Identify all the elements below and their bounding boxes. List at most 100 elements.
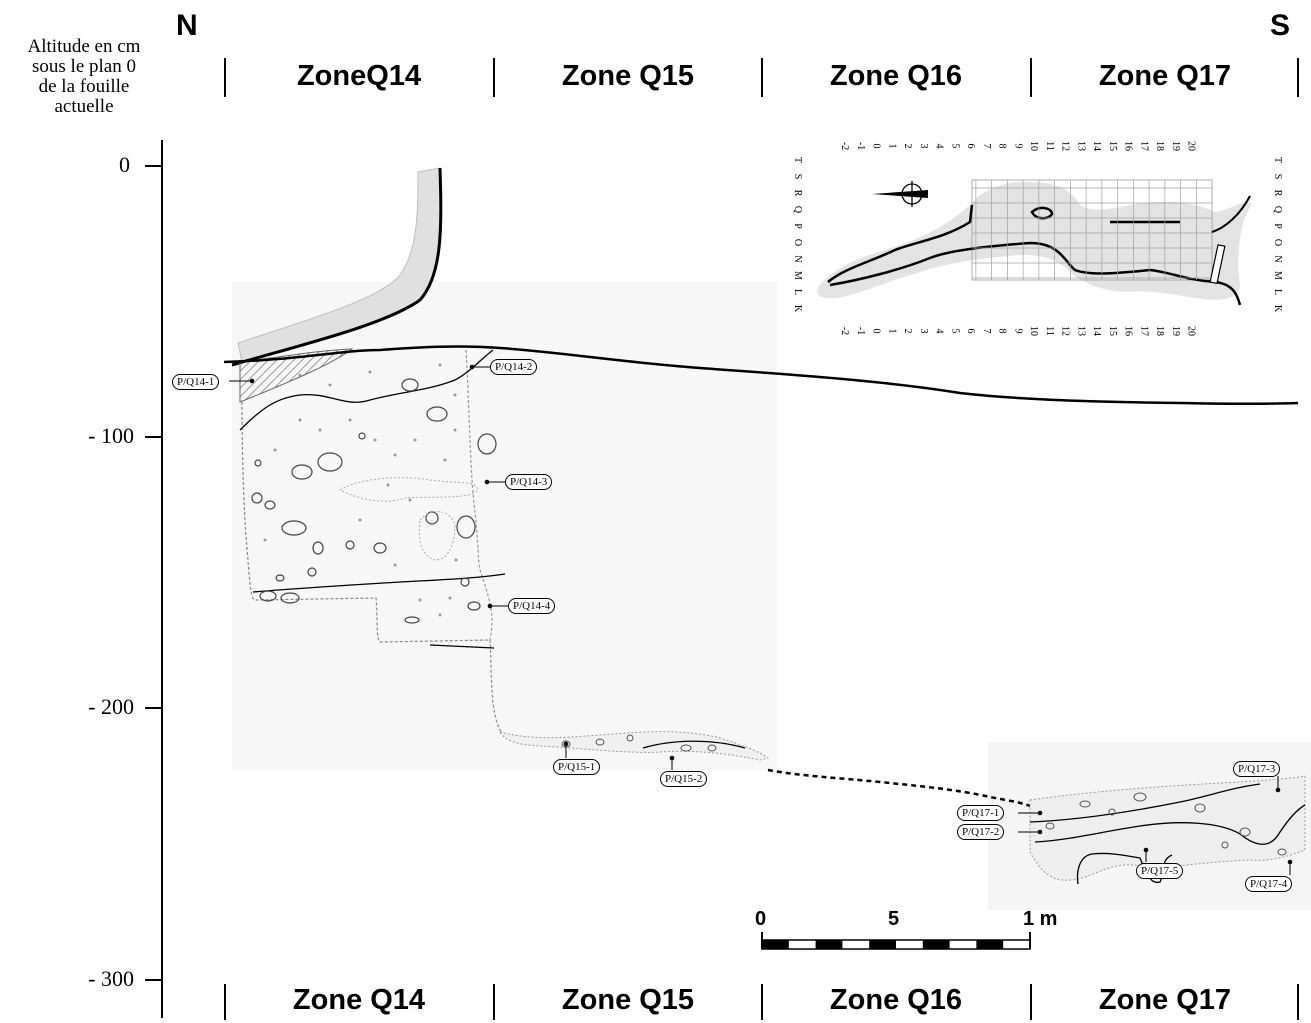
inset-column-label-bottom: 11 bbox=[1044, 326, 1055, 336]
y-axis-caption: Altitude en cm sous le plan 0 de la foui… bbox=[4, 37, 164, 117]
stones-q15 bbox=[561, 734, 717, 752]
inset-row-label-left: K bbox=[792, 305, 803, 313]
y-tick-label-200: - 200 bbox=[88, 694, 134, 719]
section-outline-q14 bbox=[241, 401, 561, 745]
inset-column-label-top: 8 bbox=[997, 144, 1008, 149]
inset-column-label-bottom: 19 bbox=[1170, 326, 1181, 336]
boundary-q15 bbox=[642, 740, 746, 749]
inset-column-label-top: 7 bbox=[981, 144, 992, 149]
reconstructed-profile-dashed bbox=[767, 768, 1031, 808]
inset-column-label-bottom: 18 bbox=[1154, 326, 1165, 336]
y-axis-caption-line-3: de la fouille bbox=[38, 76, 130, 97]
y-tick-label-0: 0 bbox=[119, 152, 130, 177]
layer-label-q17-5: P/Q17-5 bbox=[1136, 863, 1184, 879]
inset-column-label-top: 0 bbox=[871, 144, 882, 149]
inset-column-label-top: -1 bbox=[855, 142, 866, 150]
boundary-q17-mid bbox=[1034, 804, 1306, 845]
y-axis-caption-line-4: actuelle bbox=[54, 96, 114, 117]
zone-header-bottom-q17: Zone Q17 bbox=[1098, 984, 1232, 1016]
y-tick-label-100: - 100 bbox=[88, 423, 134, 448]
inset-row-label-right: N bbox=[1272, 255, 1283, 262]
inset-cave-shading bbox=[817, 181, 1252, 300]
layer-label-q14-3: P/Q14-3 bbox=[505, 474, 553, 490]
inset-column-label-top: 1 bbox=[886, 144, 897, 149]
layer-label-q17-4: P/Q17-4 bbox=[1245, 876, 1293, 892]
inset-row-label-left: S bbox=[792, 174, 803, 180]
inset-row-label-left: N bbox=[792, 255, 803, 262]
zone-header-bottom-q14: Zone Q14 bbox=[292, 984, 426, 1016]
inset-column-label-top: 20 bbox=[1186, 141, 1197, 151]
zone-separators-bottom bbox=[224, 984, 1299, 1020]
inset-row-label-left: M bbox=[792, 271, 803, 280]
y-axis-caption-line-1: Altitude en cm bbox=[27, 36, 141, 57]
layer-q15-deposit bbox=[498, 731, 770, 761]
inset-column-label-top: 14 bbox=[1091, 141, 1102, 151]
inset-cave-right-wall bbox=[1211, 195, 1251, 233]
y-axis-caption-line-2: sous le plan 0 bbox=[32, 56, 136, 77]
inset-column-label-bottom: 6 bbox=[965, 329, 976, 334]
gravel-q14 bbox=[338, 477, 479, 561]
inset-row-label-left: Q bbox=[792, 206, 803, 214]
inset-column-label-top: 9 bbox=[1012, 144, 1023, 149]
inset-column-label-bottom: 5 bbox=[949, 329, 960, 334]
inset-block-symbol bbox=[1030, 206, 1054, 220]
inset-column-label-top: 17 bbox=[1138, 141, 1149, 151]
inset-row-label-left: L bbox=[792, 289, 803, 295]
inset-column-label-bottom: 0 bbox=[871, 329, 882, 334]
inset-column-label-top: 16 bbox=[1123, 141, 1134, 151]
inset-column-label-top: 12 bbox=[1060, 141, 1071, 151]
inset-column-label-bottom: 10 bbox=[1028, 326, 1039, 336]
scale-label-1m: 1 m bbox=[1023, 908, 1058, 930]
zone-separators-top bbox=[224, 58, 1299, 97]
ground-surface-line bbox=[223, 345, 1299, 405]
inset-column-label-bottom: 7 bbox=[981, 329, 992, 334]
layer-label-q15-2: P/Q15-2 bbox=[660, 771, 708, 787]
layer-label-q17-2: P/Q17-2 bbox=[957, 824, 1005, 840]
zone-header-top-q15: Zone Q15 bbox=[561, 60, 695, 92]
zone-header-bottom-q16: Zone Q16 bbox=[829, 984, 963, 1016]
inset-column-label-bottom: 17 bbox=[1138, 326, 1149, 336]
inset-row-label-left: T bbox=[792, 157, 803, 163]
scale-bar bbox=[761, 932, 1031, 950]
inset-row-label-right: K bbox=[1272, 305, 1283, 313]
boundary-q14-3-4 bbox=[252, 573, 506, 593]
gravel-dots-q14 bbox=[263, 363, 458, 617]
inset-column-label-bottom: 9 bbox=[1012, 329, 1023, 334]
inset-column-label-top: 10 bbox=[1028, 141, 1039, 151]
inset-shaft bbox=[1209, 244, 1226, 285]
inset-column-label-top: 6 bbox=[965, 144, 976, 149]
south-label: S bbox=[1270, 9, 1291, 42]
inset-row-label-right: Q bbox=[1272, 206, 1283, 214]
layer-label-q14-2: P/Q14-2 bbox=[490, 359, 538, 375]
north-label: N bbox=[176, 9, 198, 42]
section-outline-right bbox=[465, 349, 493, 641]
inset-column-label-top: 13 bbox=[1075, 141, 1086, 151]
inset-row-label-left: R bbox=[792, 190, 803, 197]
zone-header-bottom-q15: Zone Q15 bbox=[561, 984, 695, 1016]
inset-row-label-right: P bbox=[1272, 223, 1283, 229]
inset-map bbox=[817, 179, 1252, 306]
inset-column-label-bottom: 4 bbox=[934, 329, 945, 334]
y-tick-label-300: - 300 bbox=[88, 966, 134, 991]
scale-label-5: 5 bbox=[888, 908, 900, 930]
inset-row-label-right: M bbox=[1272, 271, 1283, 280]
inset-row-label-right: R bbox=[1272, 190, 1283, 197]
inset-column-label-bottom: -2 bbox=[839, 327, 850, 335]
stones-q17 bbox=[1045, 792, 1287, 856]
inset-column-label-top: 2 bbox=[902, 144, 913, 149]
zone-header-top-q17: Zone Q17 bbox=[1098, 60, 1232, 92]
stones-q14 bbox=[251, 378, 497, 624]
inset-grid-lines bbox=[972, 180, 1212, 280]
inset-column-label-bottom: 8 bbox=[997, 329, 1008, 334]
boundary-q17-upper bbox=[1029, 783, 1261, 823]
inset-row-label-left: O bbox=[792, 239, 803, 246]
inset-column-label-top: 5 bbox=[949, 144, 960, 149]
scale-label-0: 0 bbox=[755, 908, 767, 930]
zone-header-top-q16: Zone Q16 bbox=[829, 60, 963, 92]
inset-column-label-bottom: 12 bbox=[1060, 326, 1071, 336]
inset-column-label-top: -2 bbox=[839, 142, 850, 150]
layer-label-q15-1: P/Q15-1 bbox=[553, 759, 601, 775]
boundary-q14-1-2 bbox=[239, 349, 494, 431]
inset-column-label-bottom: 1 bbox=[886, 329, 897, 334]
